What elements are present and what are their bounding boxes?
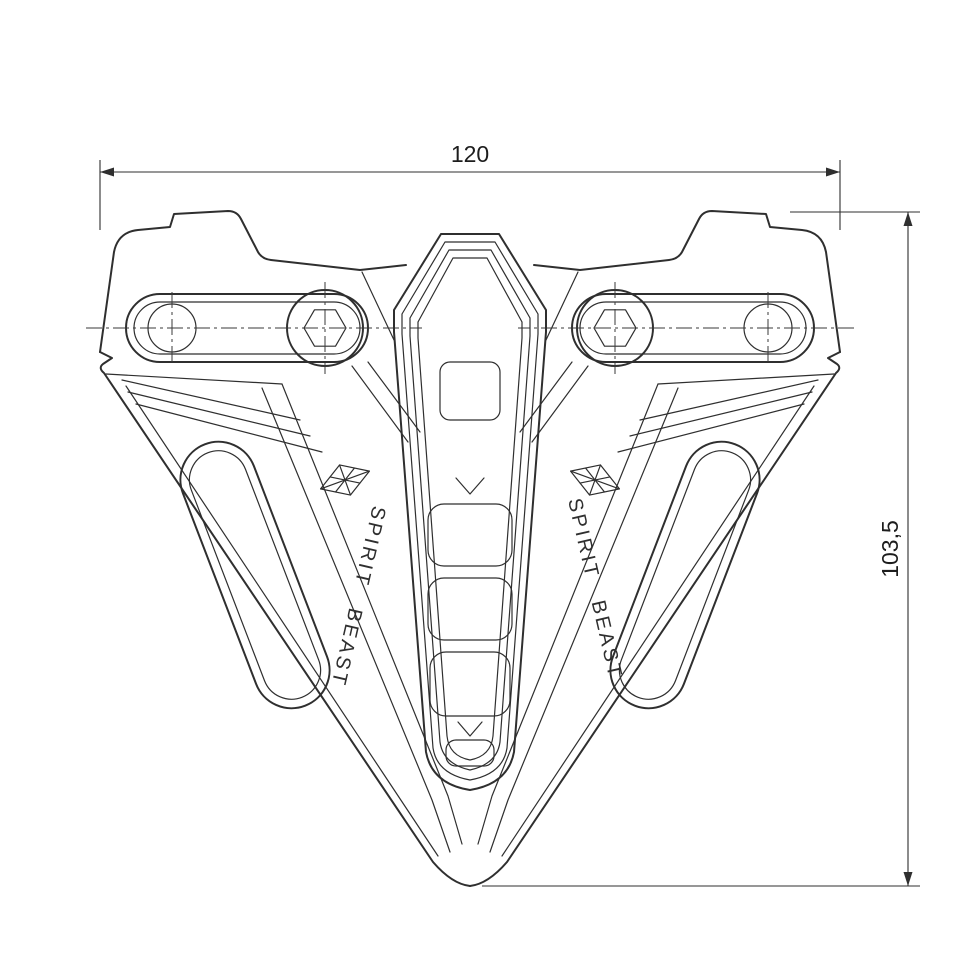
arm-inner-edge-2 [261, 387, 451, 853]
column-window-2 [427, 503, 513, 567]
arm-cutout [179, 440, 331, 710]
junction-line-3 [361, 271, 395, 341]
column-window-3 [427, 577, 513, 641]
column-window-5 [445, 739, 495, 767]
wing-chamfer-line-3 [135, 403, 323, 453]
height-dimension-label: 103,5 [877, 520, 903, 578]
arm-outer-edge [99, 351, 471, 887]
column-window-4 [429, 651, 511, 717]
column-chevron-1 [455, 477, 485, 495]
wing-chamfer-line-2 [127, 391, 311, 437]
column-outline-1 [401, 241, 539, 781]
wing-bottom-edge [105, 373, 283, 385]
arm-inner-edge [281, 383, 463, 845]
brand-logo-diamond [319, 464, 371, 496]
logo-line-d2 [334, 467, 356, 493]
wing-top-outline [99, 210, 407, 353]
column-outline-3 [417, 257, 523, 761]
part-left-half [86, 210, 471, 887]
brand-text-left: SPIRIT BEAST [326, 504, 389, 689]
brand-text-right: SPIRIT BEAST [563, 496, 626, 681]
height-arrow-top [903, 212, 913, 226]
arm-cutout-inner [188, 450, 322, 700]
junction-line-2 [351, 365, 409, 443]
width-dimension: 120 [99, 141, 841, 230]
height-dimension: 103,5 [482, 211, 920, 887]
junction-line-1 [367, 361, 421, 433]
column-outline-0 [393, 233, 547, 791]
center-column [393, 233, 547, 791]
width-dimension-label: 120 [451, 141, 489, 167]
part-right-half [469, 210, 855, 887]
column-chevron-2 [457, 721, 483, 737]
width-arrow-right [826, 167, 840, 177]
arm-cutout-outer [179, 440, 331, 710]
arm-inner-parallel [125, 385, 439, 857]
column-outline-2 [409, 249, 531, 771]
column-window-1 [439, 361, 501, 421]
wing-chamfer-line-1 [121, 379, 301, 421]
height-arrow-bottom [903, 872, 913, 886]
width-arrow-left [100, 167, 114, 177]
